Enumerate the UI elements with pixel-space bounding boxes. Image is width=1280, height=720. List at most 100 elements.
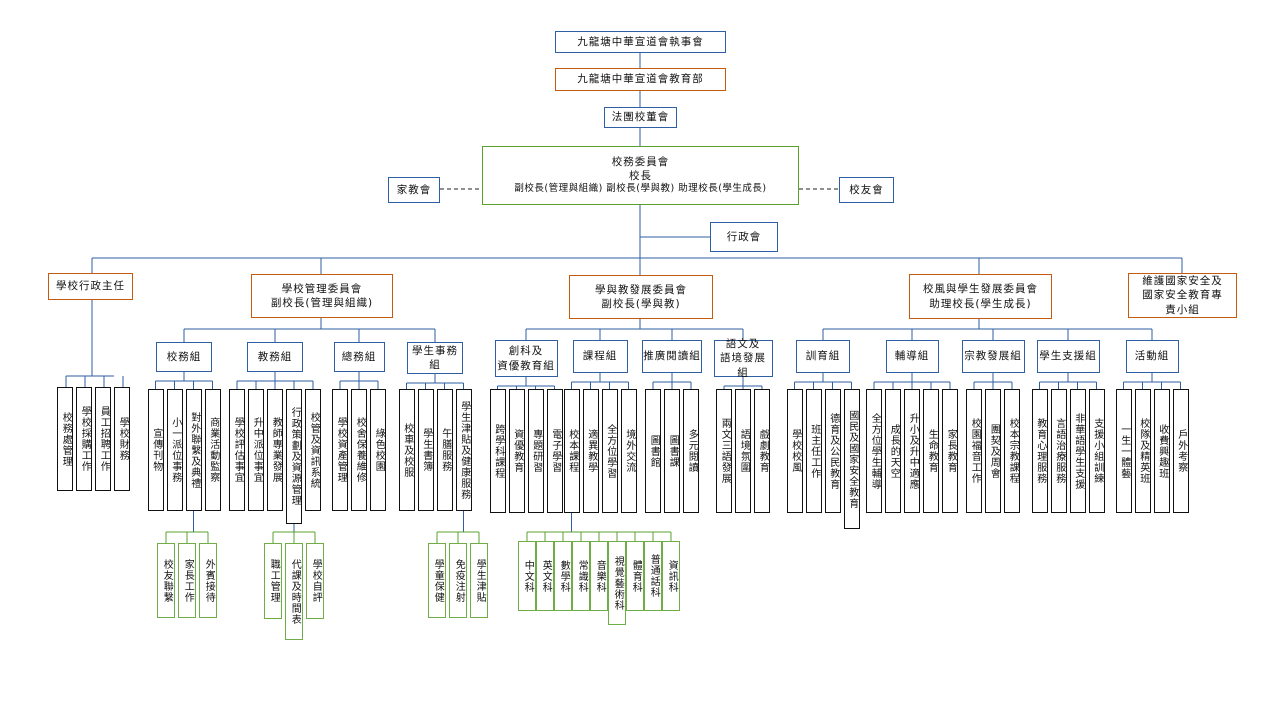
management-subitem: 校友聯繫 xyxy=(157,543,175,618)
deputies-label: 副校長(管理與組織) 副校長(學與教) 助理校長(學生成長) xyxy=(514,183,767,195)
management-item: 校車及校服 xyxy=(398,389,415,511)
security-group-box: 維護國家安全及國家安全教育專責小組 xyxy=(1128,273,1237,318)
learning-item: 資優教育 xyxy=(508,389,525,513)
growth-item: 德育及公民教育 xyxy=(824,389,841,513)
learning-group-0: 創科及 資優教育組 xyxy=(494,340,558,377)
learning-subitem: 資訊科 xyxy=(662,541,680,611)
growth-item: 班主任工作 xyxy=(805,389,822,513)
learning-subitem: 常識科 xyxy=(572,541,590,611)
learning-subitem: 普通話科 xyxy=(644,541,662,611)
growth-group-3: 學生支援組 xyxy=(1036,340,1100,373)
growth-item: 全方位學生輔導 xyxy=(866,389,882,513)
growth-item: 言語治療服務 xyxy=(1050,389,1067,513)
pta-box: 家教會 xyxy=(388,177,440,203)
learning-item: 適異教學 xyxy=(582,389,599,513)
admin-head-item: 學校採購工作 xyxy=(76,387,92,491)
growth-item: 校本宗教課程 xyxy=(1004,389,1020,513)
growth-committee-subtitle: 助理校長(學生成長) xyxy=(929,297,1032,310)
management-group-3: 學生事務 組 xyxy=(407,342,463,374)
management-group-0: 校務組 xyxy=(156,342,212,372)
growth-item: 收費興趣班 xyxy=(1153,389,1170,513)
growth-item: 一生一體藝 xyxy=(1115,389,1132,513)
learning-subitem: 音樂科 xyxy=(590,541,608,611)
education-dept-box: 九龍塘中華宣道會教育部 xyxy=(555,68,726,91)
management-committee-box: 學校管理委員會 副校長(管理與組織) xyxy=(251,274,393,318)
management-subitem: 職工管理 xyxy=(264,543,282,619)
learning-item: 校本課程 xyxy=(563,389,580,513)
growth-item: 校園福音工作 xyxy=(966,389,982,513)
management-item: 綠色校園 xyxy=(370,389,386,511)
growth-item: 校隊及精英班 xyxy=(1134,389,1151,513)
admin-head-item: 校務處管理 xyxy=(57,387,73,491)
management-item: 校管及資訊系統 xyxy=(305,389,321,511)
school-committee-box: 校務委員會 校長 副校長(管理與組織) 副校長(學與教) 助理校長(學生成長) xyxy=(482,146,799,205)
management-item: 學校資產管理 xyxy=(332,389,348,511)
management-subitem: 學生津貼 xyxy=(470,543,488,618)
management-item: 學校評估事宜 xyxy=(229,389,245,511)
learning-subitem: 數學科 xyxy=(554,541,572,611)
management-item: 商業活動監察 xyxy=(204,389,221,511)
growth-group-4: 活動組 xyxy=(1125,340,1179,373)
learning-item: 專題研習 xyxy=(527,389,544,513)
management-group-1: 教務組 xyxy=(247,342,303,372)
learning-committee-box: 學與教發展委員會 副校長(學與教) xyxy=(569,275,713,319)
learning-item: 語境氛圍 xyxy=(735,389,751,513)
management-subitem: 免疫注射 xyxy=(449,543,467,618)
exec-committee-box: 九龍塘中華宣道會執事會 xyxy=(555,31,726,53)
management-subitem: 家長工作 xyxy=(178,543,196,618)
growth-item: 團契及周會 xyxy=(985,389,1001,513)
growth-group-2: 宗教發展組 xyxy=(961,340,1025,373)
management-item: 行政策劃及資源管理 xyxy=(286,389,302,524)
growth-committee-title: 校風與學生發展委員會 xyxy=(923,283,1038,296)
growth-committee-box: 校風與學生發展委員會 助理校長(學生成長) xyxy=(909,274,1052,319)
growth-group-1: 輔導組 xyxy=(885,340,939,373)
management-subitem: 外賓接待 xyxy=(199,543,217,618)
growth-item: 升小及升中適應 xyxy=(904,389,920,513)
admin-head-box: 學校行政主任 xyxy=(48,273,133,300)
school-committee-title: 校務委員會 xyxy=(611,155,670,168)
school-board-box: 法團校董會 xyxy=(604,107,677,128)
admin-head-item: 學校財務 xyxy=(114,387,130,491)
management-subitem: 代課及時間表 xyxy=(285,543,303,640)
growth-item: 支援小組訓練 xyxy=(1088,389,1105,513)
learning-item: 圖書館 xyxy=(645,389,661,513)
growth-item: 戶外考察 xyxy=(1172,389,1189,513)
learning-group-3: 語文及 語境發展組 xyxy=(713,338,773,379)
learning-group-1: 課程組 xyxy=(572,340,628,373)
learning-item: 圖書課 xyxy=(664,389,680,513)
management-subitem: 學校自評 xyxy=(306,543,324,619)
learning-subitem: 體育科 xyxy=(626,541,644,611)
management-committee-subtitle: 副校長(管理與組織) xyxy=(270,297,374,309)
alumni-box: 校友會 xyxy=(839,177,894,203)
admin-meeting-box: 行政會 xyxy=(710,222,778,252)
management-item: 教師專業發展 xyxy=(267,389,283,511)
learning-group-2: 推廣閱讀組 xyxy=(642,340,702,373)
management-item: 升中派位事宜 xyxy=(248,389,264,511)
management-item: 校舍保養維修 xyxy=(351,389,367,511)
management-item: 宣傳刊物 xyxy=(147,389,164,511)
management-item: 午膳服務 xyxy=(436,389,453,511)
management-item: 學生津貼及健康服務 xyxy=(455,389,472,511)
learning-item: 跨學科課程 xyxy=(489,389,506,513)
admin-head-item: 員工招聘工作 xyxy=(95,387,111,491)
management-subitem: 學童保健 xyxy=(428,543,446,618)
learning-item: 戲劇教育 xyxy=(754,389,770,513)
learning-item: 電子學習 xyxy=(546,389,563,513)
learning-committee-title: 學與教發展委員會 xyxy=(595,283,687,296)
learning-subitem: 中文科 xyxy=(518,541,536,611)
learning-item: 兩文三語發展 xyxy=(716,389,732,513)
growth-item: 成長的天空 xyxy=(885,389,901,513)
principal-label: 校長 xyxy=(629,170,652,183)
growth-item: 生命教育 xyxy=(923,389,939,513)
learning-subitem: 視覺藝術科 xyxy=(608,541,626,625)
growth-item: 教育心理服務 xyxy=(1031,389,1048,513)
learning-item: 全方位學習 xyxy=(601,389,618,513)
growth-item: 學校校風 xyxy=(786,389,803,513)
management-item: 小一派位事務 xyxy=(166,389,183,511)
learning-subitem: 英文科 xyxy=(536,541,554,611)
learning-item: 境外交流 xyxy=(620,389,637,513)
management-group-2: 總務組 xyxy=(333,342,385,372)
learning-item: 多元閱讀 xyxy=(683,389,699,513)
